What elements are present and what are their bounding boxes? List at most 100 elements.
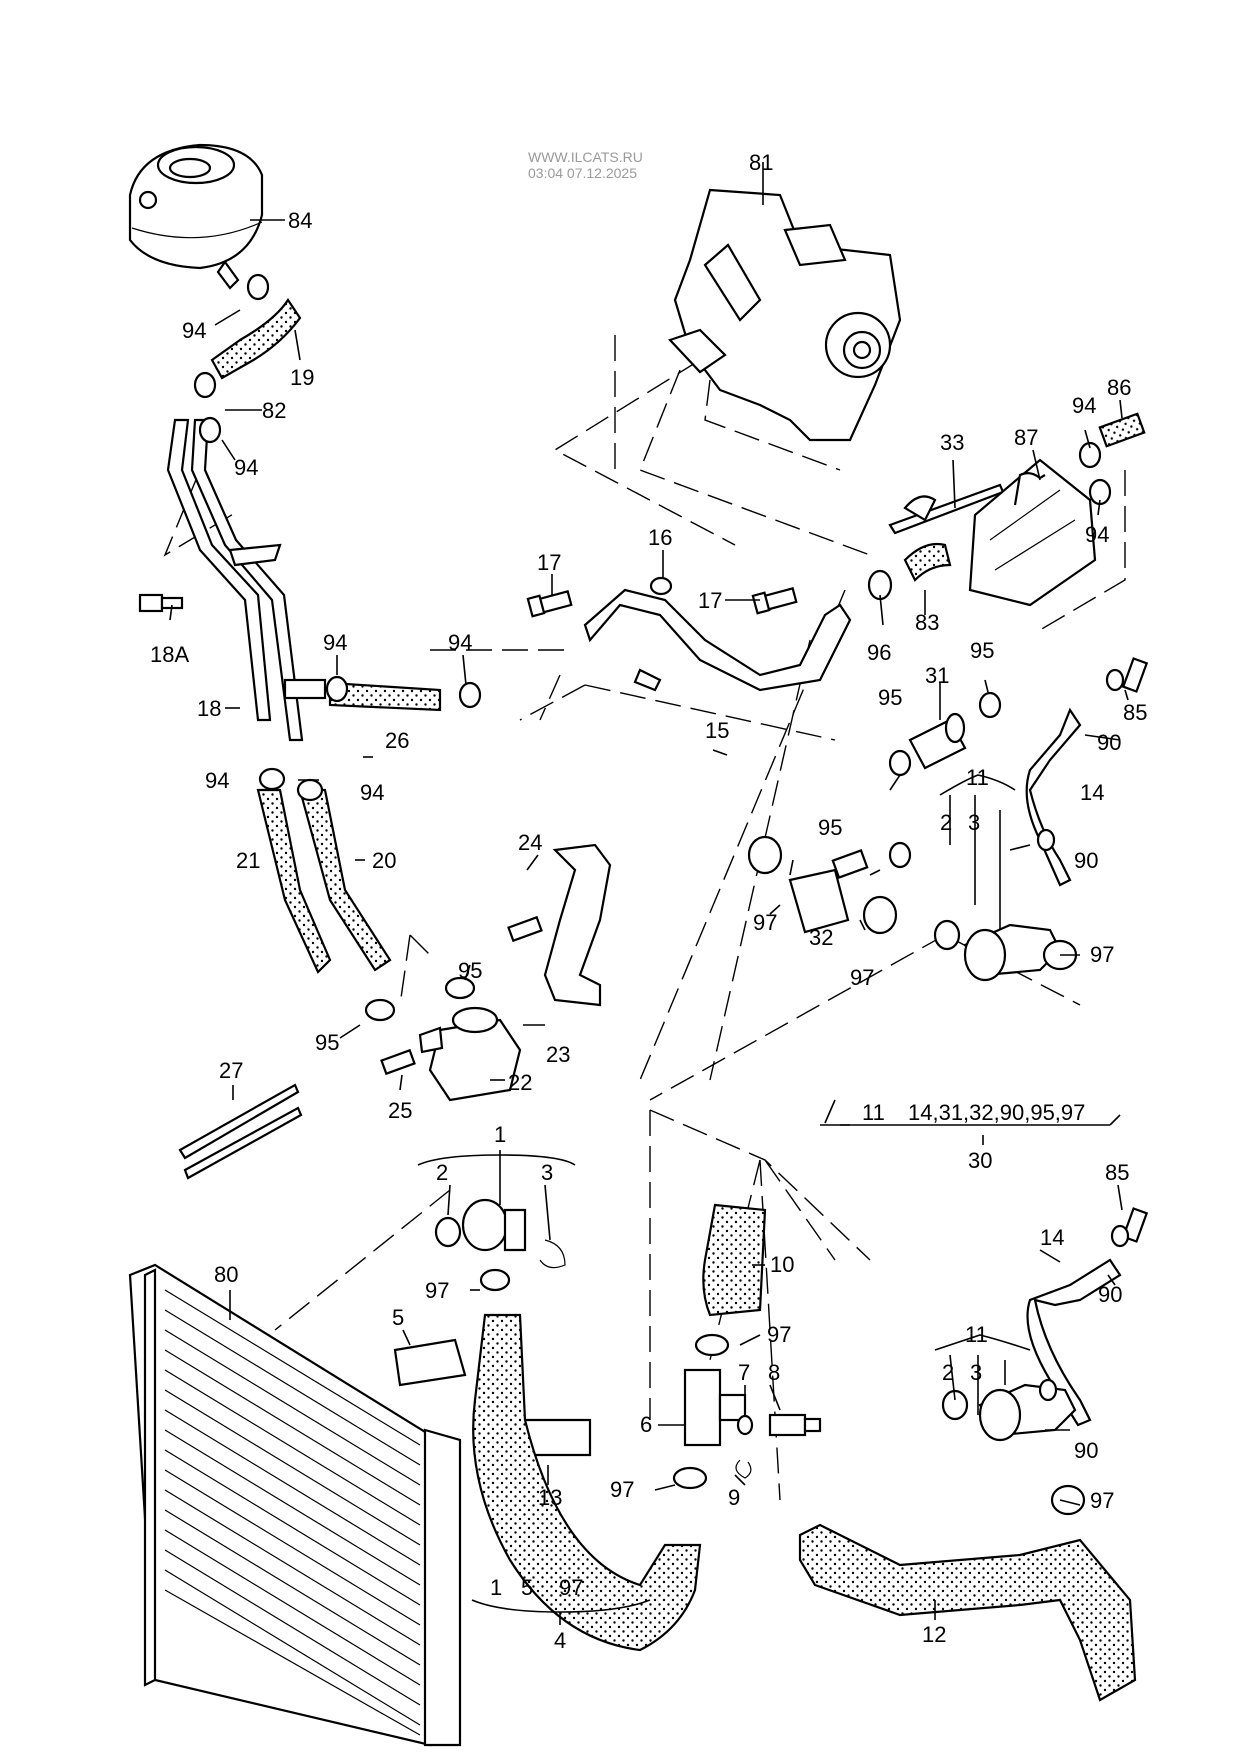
callout-94: 94 <box>323 630 347 655</box>
callout-95: 95 <box>970 638 994 663</box>
pipe-86 <box>1098 412 1146 448</box>
callout-94: 94 <box>448 630 472 655</box>
expansion-tank <box>128 143 264 290</box>
callout-97: 97 <box>1090 942 1114 967</box>
callout-86: 86 <box>1107 375 1131 400</box>
callout-95: 95 <box>818 815 842 840</box>
o-ring-16 <box>649 576 673 596</box>
watermark-stamp: 03:04 07.12.2025 <box>528 165 637 181</box>
connector-31 <box>908 712 967 770</box>
callout-2: 2 <box>436 1160 448 1185</box>
callout-90: 90 <box>1097 730 1121 755</box>
callout-19: 19 <box>290 365 314 390</box>
callout-1: 1 <box>490 1575 502 1600</box>
callout-1: 1 <box>494 1122 506 1147</box>
hose-83 <box>903 542 952 582</box>
callout-96: 96 <box>867 640 891 665</box>
callout-14: 14 <box>1080 780 1104 805</box>
leader-lines <box>169 162 1129 1625</box>
callout-25: 25 <box>388 1098 412 1123</box>
callout-15: 15 <box>705 718 729 743</box>
hose-12 <box>798 1523 1137 1702</box>
callout-18: 18 <box>197 696 221 721</box>
clip-9 <box>735 1459 752 1479</box>
callout-21: 21 <box>236 848 260 873</box>
callout-9: 9 <box>728 1485 740 1510</box>
bracket-23 <box>543 843 612 1007</box>
callout-4: 4 <box>554 1628 566 1653</box>
callout-95: 95 <box>315 1030 339 1055</box>
callout-2: 2 <box>942 1360 954 1385</box>
cable-ties-27 <box>178 1083 303 1180</box>
callout-18a: 18A <box>150 642 189 667</box>
callout-27: 27 <box>219 1058 243 1083</box>
hose-10 <box>702 1203 767 1317</box>
callout-83: 83 <box>915 610 939 635</box>
callout-97: 97 <box>753 910 777 935</box>
callout-10: 10 <box>770 1252 794 1277</box>
part-number-callouts: 84 81 94 19 82 94 33 87 94 86 94 17 16 1… <box>150 150 1147 1653</box>
callout-94: 94 <box>205 768 229 793</box>
callout-14: 14 <box>1040 1225 1064 1250</box>
callout-97: 97 <box>425 1278 449 1303</box>
callout-12: 12 <box>922 1622 946 1647</box>
callout-31: 31 <box>925 663 949 688</box>
bleed-screw-85 <box>1121 657 1149 693</box>
callout-97: 97 <box>767 1322 791 1347</box>
callout-7: 7 <box>738 1360 750 1385</box>
watermark-site: WWW.ILCATS.RU <box>528 149 643 165</box>
callout-94: 94 <box>234 455 258 480</box>
coolant-pipes-18 <box>166 418 304 742</box>
callout-85: 85 <box>1123 700 1147 725</box>
callout-20: 20 <box>372 848 396 873</box>
bolt-24 <box>507 915 543 943</box>
callout-11: 11 <box>862 1100 885 1125</box>
callout-24: 24 <box>518 830 542 855</box>
hose-20 <box>298 788 392 972</box>
callout-90: 90 <box>1074 848 1098 873</box>
hose-19 <box>210 298 302 380</box>
callout-97: 97 <box>850 965 874 990</box>
callout-11: 11 <box>965 1322 988 1347</box>
pipe-stub-26 <box>283 678 327 700</box>
retainer-13 <box>523 1418 592 1457</box>
callout-22: 22 <box>508 1070 532 1095</box>
callout-97: 97 <box>559 1575 583 1600</box>
callout-82: 82 <box>262 398 286 423</box>
callout-5: 5 <box>521 1575 533 1600</box>
callout-6: 6 <box>640 1412 652 1437</box>
callout-11: 11 <box>966 765 989 790</box>
callout-8: 8 <box>768 1360 780 1385</box>
bolt-25 <box>380 1048 416 1076</box>
vent-hose-14b <box>1026 1258 1122 1427</box>
retainer-5 <box>393 1338 467 1387</box>
oil-cooler <box>968 458 1097 607</box>
callout-87: 87 <box>1014 425 1038 450</box>
bolt-18a <box>138 593 184 613</box>
callout-30-list: 14,31,32,90,95,97 <box>908 1100 1085 1125</box>
callout-2: 2 <box>940 810 952 835</box>
callout-95: 95 <box>458 958 482 983</box>
callout-3: 3 <box>541 1160 553 1185</box>
callout-3: 3 <box>968 810 980 835</box>
hose-21 <box>256 788 332 974</box>
hose-clamps <box>193 273 1130 1516</box>
callout-97: 97 <box>1090 1488 1114 1513</box>
radiator <box>128 1263 462 1747</box>
callout-85: 85 <box>1105 1160 1129 1185</box>
callout-5: 5 <box>392 1305 404 1330</box>
callout-16: 16 <box>648 525 672 550</box>
callout-90: 90 <box>1098 1282 1122 1307</box>
callout-81: 81 <box>749 150 773 175</box>
callout-23: 23 <box>546 1042 570 1067</box>
coolant-flange-1 <box>434 1198 566 1269</box>
bolt-17b <box>751 587 798 615</box>
callout-17: 17 <box>537 550 561 575</box>
callout-90: 90 <box>1074 1438 1098 1463</box>
radiator-hose-4 <box>472 1313 702 1652</box>
t-connector-6 <box>683 1368 747 1447</box>
callout-94: 94 <box>1072 393 1096 418</box>
water-pump-housing <box>668 188 902 442</box>
bolt-17a <box>526 590 573 618</box>
